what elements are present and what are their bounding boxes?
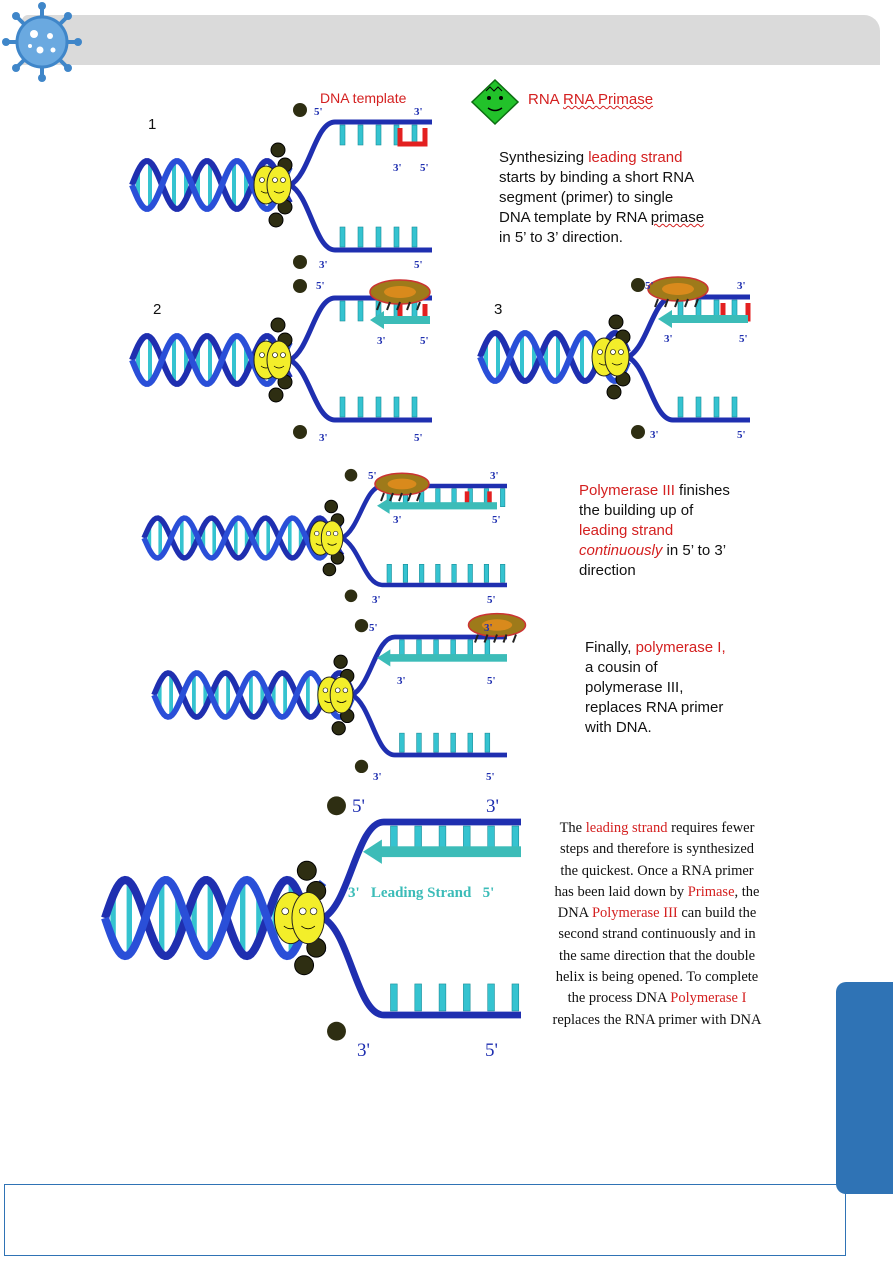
text: helix is being opened. To complete (528, 967, 786, 988)
label-5prime: 5' (487, 594, 496, 606)
primer-label-5prime: 5' (420, 162, 429, 174)
label-3prime: 3' (486, 796, 499, 818)
dna-fork-diagram-2 (130, 290, 440, 450)
label-5prime: 5' (739, 333, 748, 345)
text: polymerase III, (585, 678, 726, 698)
dna-template-label: DNA template (320, 90, 406, 106)
text: has been laid down by (555, 884, 688, 900)
label-5prime: 5' (737, 429, 746, 441)
label-3prime: 3' (357, 1040, 370, 1062)
text-red: Polymerase III (592, 905, 678, 921)
text: finishes (675, 482, 730, 499)
label-3prime: 3' (664, 333, 673, 345)
text: in 5’ to 3’ (662, 542, 726, 559)
text: the building up of (579, 501, 730, 521)
dna-fork-diagram-5 (152, 615, 532, 775)
label-5prime: 5' (314, 106, 323, 118)
label-3prime: 3' (484, 622, 493, 634)
label-5prime: 5' (487, 675, 496, 687)
text: DNA (558, 905, 592, 921)
primase-diamond-icon (470, 78, 520, 126)
text-red-italic: continuously (579, 542, 662, 559)
text: starts by binding a short RNA (499, 168, 704, 188)
panel1-description: Synthesizing leading strand starts by bi… (499, 148, 704, 248)
label-3prime: 3' (393, 514, 402, 526)
text-red: leading strand (588, 149, 682, 166)
text: can build the (678, 905, 757, 921)
header-bar (22, 15, 880, 65)
dna-fork-diagram-3 (478, 285, 758, 445)
panel5-description: Finally, polymerase I, a cousin of polym… (585, 638, 726, 738)
dna-fork-diagram-large (103, 800, 528, 1060)
text-red: polymerase I, (636, 639, 726, 656)
label-3prime: 3' (372, 594, 381, 606)
text: second strand continuously and in (528, 924, 786, 945)
label-3prime: 3' (490, 470, 499, 482)
text: replaces RNA primer (585, 698, 726, 718)
dna-fork-diagram-1 (130, 110, 440, 270)
leading-strand-label: 3' Leading Strand 5' (348, 885, 494, 902)
label-5prime: 5' (485, 1040, 498, 1062)
text: with DNA. (585, 718, 726, 738)
text: the process DNA (568, 990, 671, 1006)
text: 5' (483, 885, 495, 901)
label-3prime: 3' (737, 280, 746, 292)
primer-label-3prime: 3' (393, 162, 402, 174)
text: the quickest. Once a RNA primer (528, 861, 786, 882)
label-5prime: 5' (352, 796, 365, 818)
footer-box (4, 1184, 846, 1256)
label-5prime: 5' (369, 622, 378, 634)
text: Synthesizing (499, 149, 588, 166)
text: The (560, 820, 586, 836)
panel6-description: The leading strand requires fewer steps … (528, 818, 786, 1031)
text: requires fewer (667, 820, 754, 836)
label-5prime: 5' (414, 432, 423, 444)
text-red: leading strand (579, 521, 730, 541)
text-red: Polymerase III (579, 482, 675, 499)
rna-primase-label-text: RNA Primase (563, 91, 653, 108)
text: replaces the RNA primer with DNA (528, 1010, 786, 1031)
panel4-description: Polymerase III finishes the building up … (579, 481, 730, 581)
virus-icon (0, 0, 84, 84)
label-3prime: 3' (319, 432, 328, 444)
text: direction (579, 561, 730, 581)
side-tab (836, 982, 893, 1194)
text: segment (primer) to single (499, 188, 704, 208)
text: the same direction that the double (528, 946, 786, 967)
text-red: Polymerase I (670, 990, 746, 1006)
label-3prime: 3' (650, 429, 659, 441)
rna-primase-label: RNA RNA Primase (528, 91, 653, 108)
text: 3' (348, 885, 360, 901)
label-5prime: 5' (316, 280, 325, 292)
text-underlined: primase (651, 209, 704, 226)
label-5prime: 5' (368, 470, 377, 482)
text: , the (735, 884, 760, 900)
text: Leading Strand (371, 885, 471, 901)
label-3prime: 3' (397, 675, 406, 687)
text: a cousin of (585, 658, 726, 678)
text: steps and therefore is synthesized (528, 839, 786, 860)
text: in 5’ to 3’ direction. (499, 228, 704, 248)
label-3prime: 3' (373, 771, 382, 783)
label-5prime: 5' (645, 280, 654, 292)
label-5prime: 5' (420, 335, 429, 347)
label-5prime: 5' (492, 514, 501, 526)
text: Finally, (585, 639, 636, 656)
label-3prime-bottom: 3' (319, 259, 328, 271)
text-red: Primase (688, 884, 735, 900)
label-5prime: 5' (486, 771, 495, 783)
label-3prime: 3' (414, 106, 423, 118)
dna-fork-diagram-4 (142, 470, 512, 610)
text: DNA template by RNA (499, 209, 651, 226)
label-3prime: 3' (377, 335, 386, 347)
text-red: leading strand (586, 820, 668, 836)
label-5prime-bottom: 5' (414, 259, 423, 271)
